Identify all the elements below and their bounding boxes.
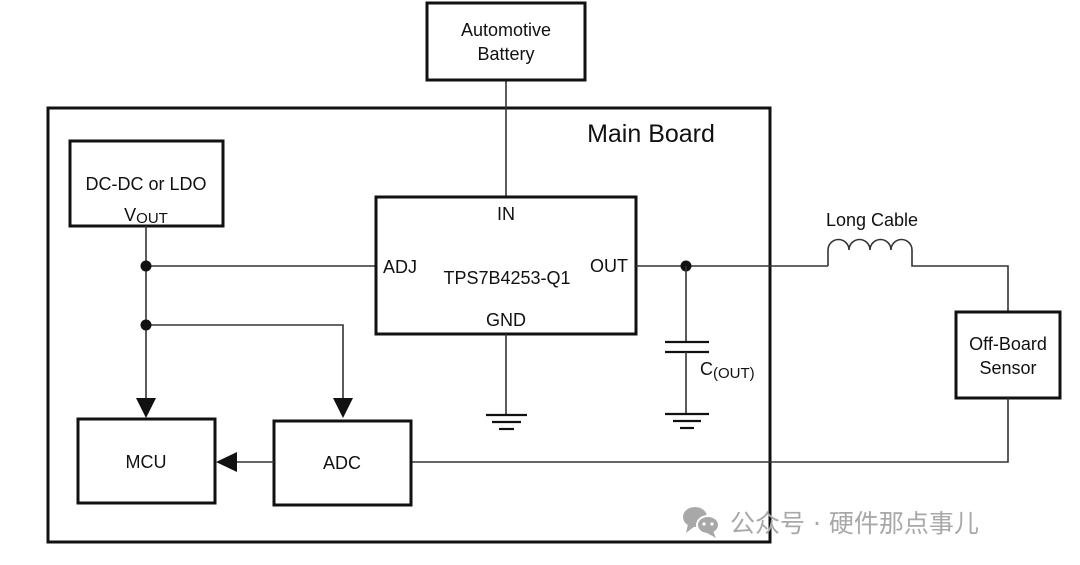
pin-out-label: OUT xyxy=(590,256,628,276)
long-cable-inductor xyxy=(827,238,1009,312)
sensor-label-line2: Sensor xyxy=(979,358,1036,378)
ground-symbol-capacitor xyxy=(665,412,709,430)
pin-in-label: IN xyxy=(497,204,515,224)
adc-label: ADC xyxy=(323,453,361,473)
dcdc-ldo-label: DC-DC or LDO xyxy=(85,174,206,194)
watermark: 公众号 · 硬件那点事儿 xyxy=(683,507,979,538)
arrow-to-adc xyxy=(333,398,353,418)
arrow-to-mcu-left xyxy=(216,452,237,472)
vout-label: VOUT xyxy=(124,205,168,227)
wire-vout-to-adc xyxy=(146,324,344,398)
wechat-icon xyxy=(683,507,720,538)
watermark-text: 公众号 · 硬件那点事儿 xyxy=(730,509,979,538)
ground-symbol-regulator xyxy=(486,413,527,431)
dcdc-ldo-block: DC-DC or LDO VOUT xyxy=(68,139,225,228)
pin-adj-label: ADJ xyxy=(383,257,417,277)
pin-gnd-label: GND xyxy=(486,310,526,330)
regulator-part-label: TPS7B4253-Q1 xyxy=(443,268,570,288)
main-board-title: Main Board xyxy=(587,120,715,148)
battery-label-line2: Battery xyxy=(477,44,534,64)
adc-block: ADC xyxy=(272,419,413,507)
arrow-to-mcu xyxy=(136,398,156,418)
off-board-sensor-block: Off-Board Sensor xyxy=(954,310,1062,400)
automotive-battery-block: Automotive Battery xyxy=(425,1,587,82)
cap-label: C(OUT) xyxy=(700,359,755,382)
sensor-label-line1: Off-Board xyxy=(969,334,1047,354)
tps7b4253-regulator-block: IN ADJ OUT TPS7B4253-Q1 GND xyxy=(374,195,638,336)
output-capacitor xyxy=(665,340,709,354)
long-cable-label: Long Cable xyxy=(826,210,918,230)
battery-label-line1: Automotive xyxy=(461,20,551,40)
mcu-label: MCU xyxy=(126,452,167,472)
wire-sensor-to-adc xyxy=(412,398,1009,463)
junction-dot-adc xyxy=(140,319,152,331)
junction-dot-adj xyxy=(140,260,152,272)
mcu-block: MCU xyxy=(76,417,217,505)
